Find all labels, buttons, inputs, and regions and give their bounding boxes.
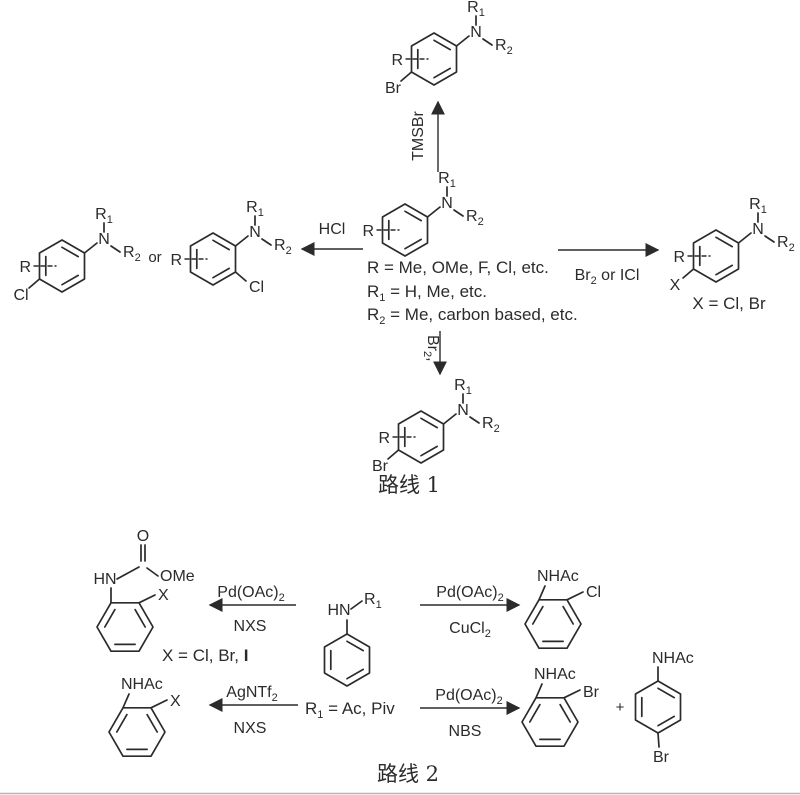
arrow-hcl: HCl	[300, 221, 363, 256]
arrow-label-br2: Br2,	[421, 335, 441, 362]
label-cl: Cl	[586, 584, 601, 601]
label-hn: HN	[93, 571, 116, 588]
molecule-product-carbamate: HN O OMe X	[93, 528, 195, 653]
label-nhac: NHAc	[652, 650, 694, 667]
text-r1-note: R1 = Ac, Piv	[305, 699, 395, 721]
r-definition-line1: R = Me, OMe, F, Cl, etc.	[367, 258, 549, 277]
arrow-label-br2-icl: Br2 or ICl	[575, 267, 640, 287]
label-r1: R1	[364, 591, 382, 611]
molecule-product-nhac-x: X	[108, 675, 181, 758]
arrow-pdoac2-nbs: Pd(OAc)2 NBS	[420, 687, 521, 740]
label-x: X	[170, 693, 181, 710]
label-hn: HN	[327, 602, 350, 619]
label-x: X	[158, 587, 169, 604]
molecule-product-para-cl: Cl	[13, 205, 142, 304]
arrow-br2-down: Br2,	[421, 331, 447, 376]
molecule-product-ortho-cl: Cl	[169, 198, 293, 296]
molecule-product-nhac-para-br: NHAc Br	[634, 650, 694, 766]
arrow-label-pdoac2: Pd(OAc)2	[435, 687, 502, 707]
molecule-product-para-br-bottom: Br	[372, 376, 501, 475]
caption-route-2: 路线 2	[377, 762, 439, 786]
label-br: Br	[583, 684, 600, 701]
label-cl: Cl	[249, 279, 264, 296]
bond	[116, 566, 140, 580]
text-or: or	[148, 249, 161, 266]
text-x-note-1: X = Cl, Br	[692, 294, 766, 313]
molecule-product-nhac-ortho-br: Br	[521, 665, 600, 748]
arrow-label-agntf2: AgNTf2	[226, 684, 277, 704]
arrow-label-nxs: NXS	[234, 618, 267, 635]
molecule-substrate-aniline	[361, 169, 485, 257]
arrow-label-pdoac2: Pd(OAc)2	[217, 584, 284, 604]
molecule-product-para-x: X	[670, 195, 796, 294]
bond	[146, 567, 159, 577]
text-plus: +	[616, 699, 625, 716]
arrow-label-cucl2: CuCl2	[449, 620, 491, 640]
arrow-label-nbs: NBS	[449, 723, 482, 740]
text-x-note-2: X = Cl, Br, I	[162, 646, 248, 665]
arrow-pdoac2-nxs: Pd(OAc)2 NXS	[208, 584, 296, 635]
r-definition-line3: R2 = Me, carbon based, etc.	[367, 305, 578, 327]
label-ome: OMe	[160, 568, 195, 585]
text-r-definitions: R = Me, OMe, F, Cl, etc. R1 = H, Me, etc…	[367, 258, 578, 327]
r-definition-line2: R1 = H, Me, etc.	[367, 282, 487, 304]
label-o: O	[137, 528, 149, 545]
caption-route-1: 路线 1	[378, 473, 440, 497]
bond	[350, 600, 363, 610]
arrow-br2-or-icl: Br2 or ICl	[558, 243, 660, 287]
arrow-pdoac2-cucl2: Pd(OAc)2 CuCl2	[420, 584, 521, 640]
molecule-product-para-br-top: Br	[385, 0, 514, 97]
molecule-substrate-nhr1: HN R1	[323, 591, 382, 687]
arrow-label-pdoac2: Pd(OAc)2	[436, 584, 503, 604]
arrow-label-nxs: NXS	[234, 720, 267, 737]
arrow-label-hcl: HCl	[319, 221, 346, 238]
label-br: Br	[372, 458, 389, 475]
arrow-agntf2-nxs: AgNTf2 NXS	[208, 684, 298, 737]
molecule-product-nhac-ortho-cl: Cl	[524, 567, 601, 650]
label-br: Br	[385, 80, 402, 97]
bond	[657, 732, 660, 748]
label-x: X	[670, 277, 681, 294]
arrow-tmsbr: TMSBr	[410, 100, 445, 172]
label-br: Br	[653, 749, 670, 766]
arrow-label-tmsbr: TMSBr	[410, 110, 427, 160]
label-cl: Cl	[13, 287, 28, 304]
